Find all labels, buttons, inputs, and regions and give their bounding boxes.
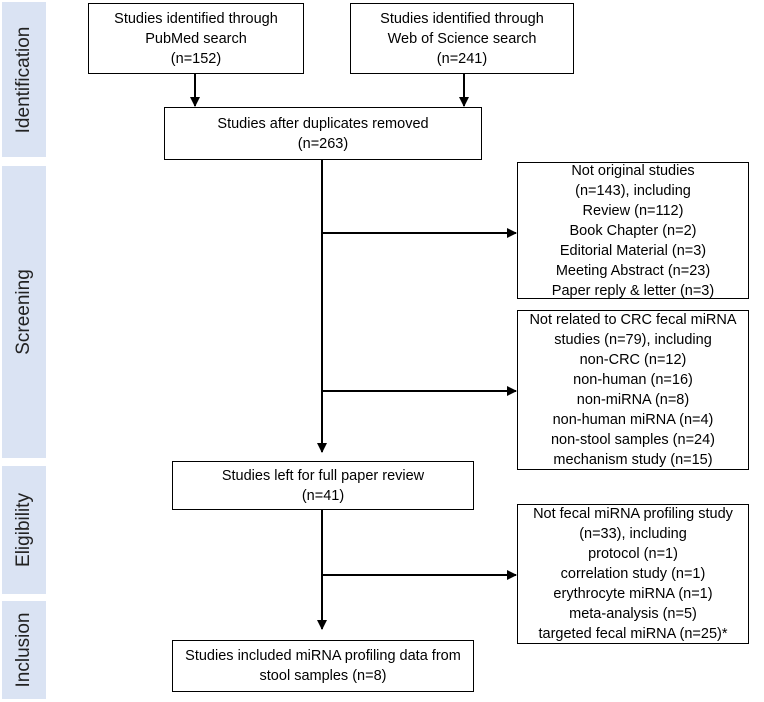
box-not-profiling-line: protocol (n=1)	[588, 546, 678, 562]
box-not-profiling-line: erythrocyte miRNA (n=1)	[553, 586, 713, 602]
box-wos-line: Web of Science search	[387, 30, 537, 47]
box-not-profiling-line: Not fecal miRNA profiling study	[533, 506, 733, 522]
box-not-profiling-line: correlation study (n=1)	[560, 566, 706, 582]
box-full-review-line: (n=41)	[301, 487, 345, 504]
box-not-original-line: Not original studies	[571, 162, 695, 179]
box-included-line: stool samples (n=8)	[259, 668, 387, 684]
box-not-related-line: non-stool samples (n=24)	[550, 432, 716, 448]
box-included-line: Studies included miRNA profiling data fr…	[185, 648, 461, 664]
box-not-original-line: Paper reply & letter (n=3)	[551, 282, 715, 299]
box-not-profiling-line: meta-analysis (n=5)	[569, 606, 697, 622]
box-not-original-studies: Not original studies (n=143), including …	[517, 162, 749, 299]
box-wos-line: Studies identified through	[380, 10, 544, 27]
phase-eligibility: Eligibility	[2, 466, 46, 594]
box-not-original-line: Editorial Material (n=3)	[559, 242, 707, 259]
box-wos-line: (n=241)	[436, 50, 488, 67]
box-not-profiling-line: (n=33), including	[579, 526, 687, 542]
box-pubmed-line: PubMed search	[145, 30, 247, 47]
box-not-related-crc: Not related to CRC fecal miRNA studies (…	[517, 310, 749, 470]
box-not-related-line: non-human miRNA (n=4)	[552, 412, 714, 428]
box-dedup-line: Studies after duplicates removed	[217, 115, 429, 132]
box-not-related-line: Not related to CRC fecal miRNA	[529, 312, 737, 328]
box-not-original-line: Book Chapter (n=2)	[569, 222, 697, 239]
phase-inclusion: Inclusion	[2, 601, 46, 699]
box-not-original-line: Meeting Abstract (n=23)	[555, 262, 711, 279]
phase-identification: Identification	[2, 2, 46, 157]
box-not-original-line: Review (n=112)	[582, 202, 684, 219]
box-pubmed-line: (n=152)	[170, 50, 222, 67]
box-studies-included: Studies included miRNA profiling data fr…	[172, 640, 474, 692]
box-full-review-line: Studies left for full paper review	[221, 467, 425, 484]
box-dedup-line: (n=263)	[297, 135, 349, 152]
box-duplicates-removed: Studies after duplicates removed (n=263)	[164, 107, 482, 160]
box-not-related-line: studies (n=79), including	[554, 332, 712, 348]
phase-screening: Screening	[2, 166, 46, 458]
box-pubmed-line: Studies identified through	[114, 10, 278, 27]
box-not-related-line: mechanism study (n=15)	[553, 452, 713, 468]
box-not-profiling-study: Not fecal miRNA profiling study (n=33), …	[517, 504, 749, 644]
box-not-related-line: non-human (n=16)	[573, 372, 693, 388]
box-full-paper-review: Studies left for full paper review (n=41…	[172, 461, 474, 510]
box-pubmed: Studies identified through PubMed search…	[88, 3, 304, 74]
box-not-related-line: non-miRNA (n=8)	[576, 392, 690, 408]
box-not-original-line: (n=143), including	[575, 182, 691, 199]
box-not-profiling-line: targeted fecal miRNA (n=25)*	[538, 626, 728, 642]
box-web-of-science: Studies identified through Web of Scienc…	[350, 3, 574, 74]
box-not-related-line: non-CRC (n=12)	[579, 352, 687, 368]
